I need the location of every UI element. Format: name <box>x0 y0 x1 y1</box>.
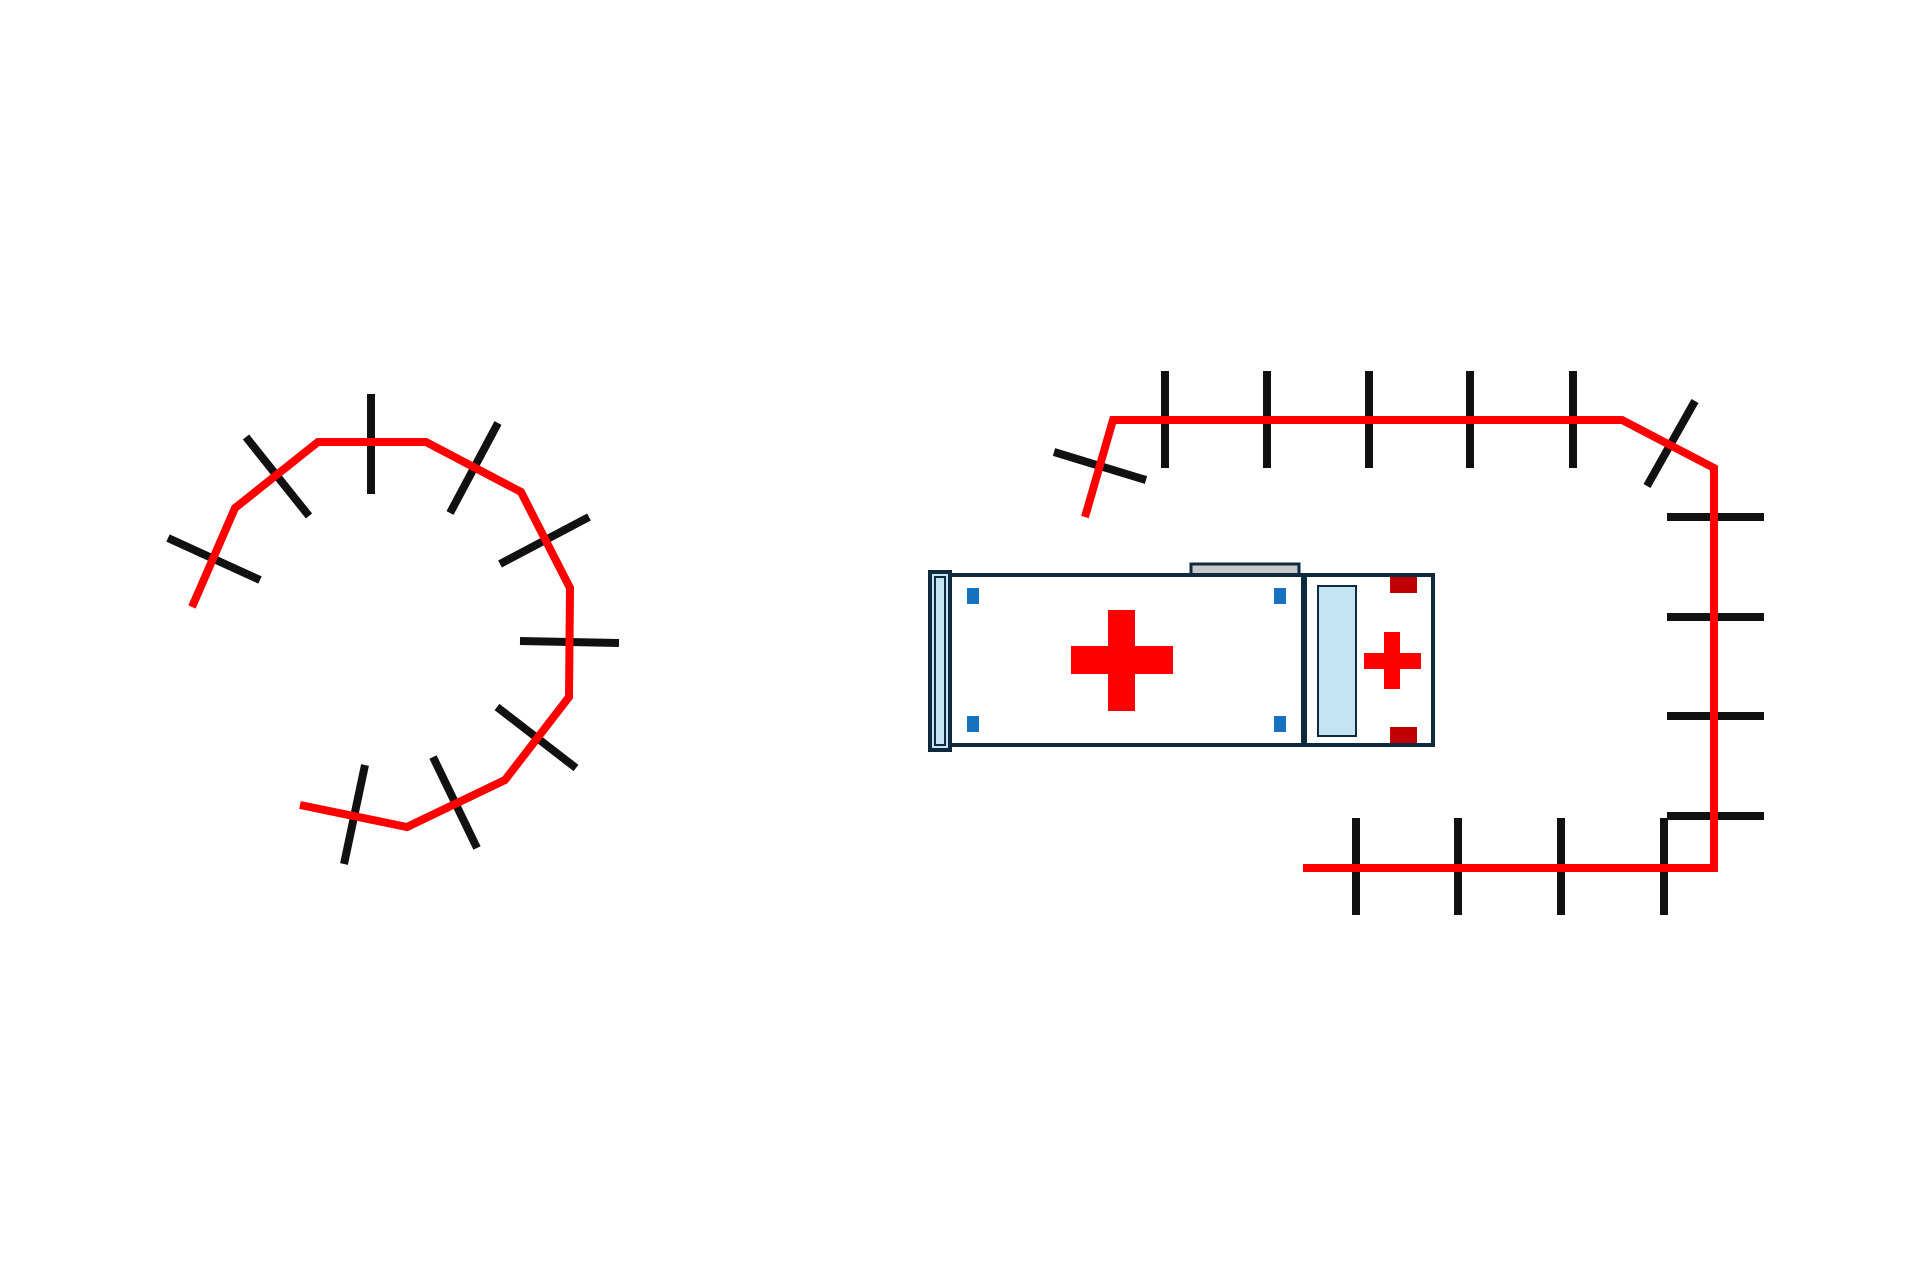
marker-light <box>967 716 979 732</box>
barrier-tape <box>188 438 575 832</box>
marker-light <box>1274 588 1286 604</box>
red-cross-large-icon <box>1071 610 1173 711</box>
marker-light <box>1274 716 1286 732</box>
red-cross-small-icon <box>1364 632 1421 689</box>
curved-barrier <box>166 394 620 865</box>
marker-light <box>967 588 979 604</box>
headlight <box>1390 577 1417 593</box>
headlights <box>1390 577 1417 743</box>
barrier-tape <box>1081 416 1718 872</box>
headlight <box>1390 727 1417 743</box>
ambulance <box>928 562 1435 752</box>
marker-lights <box>967 588 1286 732</box>
rear-door-glass <box>934 576 946 746</box>
enclosure-barrier <box>1052 371 1764 915</box>
cab-windshield <box>1317 585 1357 737</box>
